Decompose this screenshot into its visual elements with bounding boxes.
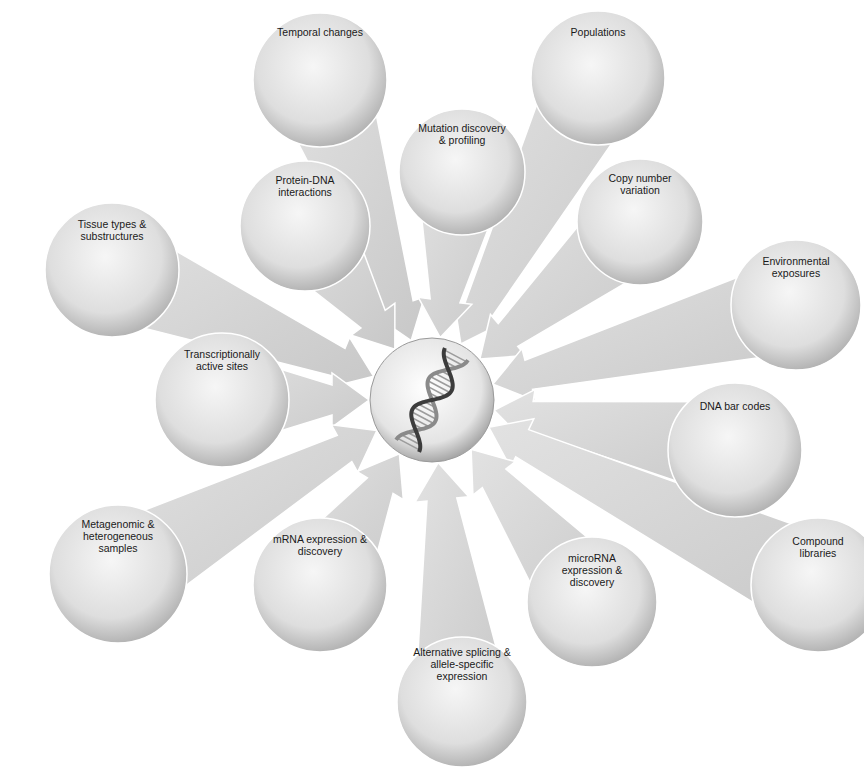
bubble-label: Environmental exposures — [752, 255, 840, 279]
bubble-label: Transcriptionally active sites — [172, 348, 272, 372]
bubble-circle — [253, 13, 387, 147]
bubble-label: Metagenomic & heterogeneous samples — [68, 518, 168, 554]
bubble-circle — [155, 333, 289, 467]
arrow-tails — [94, 56, 840, 707]
bubble-node: Tissue types & substructures — [44, 202, 180, 338]
bubble-circle — [751, 518, 864, 652]
bubble-node: Compound libraries — [750, 517, 864, 653]
bubble-label: Copy number variation — [595, 172, 685, 196]
helix-strand — [396, 348, 468, 452]
bubble-circle — [399, 109, 525, 235]
bubble-circle — [577, 159, 703, 285]
bubble-node: Populations — [530, 10, 666, 146]
bubble-label: Compound libraries — [778, 535, 858, 559]
bubble-node: Copy number variation — [576, 158, 704, 286]
bubble-label: Populations — [553, 26, 643, 38]
bubble-circle — [45, 203, 179, 337]
bubble-label: mRNA expression & discovery — [270, 533, 370, 557]
bubble-circle — [731, 240, 861, 370]
base-pair — [397, 438, 420, 450]
bubble-node: Environmental exposures — [730, 239, 862, 371]
bubble-circle — [49, 505, 187, 643]
bubble-node: mRNA expression & discovery — [252, 517, 388, 653]
base-pair — [428, 381, 450, 393]
bubble-circle — [668, 383, 802, 517]
bubble-node: Protein-DNA interactions — [239, 160, 371, 292]
bubble-circle — [397, 637, 527, 767]
bubble-circle — [240, 161, 370, 291]
bubble-label: Temporal changes — [275, 26, 365, 38]
bubble-node: Mutation discovery & profiling — [398, 108, 526, 236]
dna-hub — [370, 338, 494, 462]
base-pair — [430, 376, 452, 388]
base-pair — [411, 412, 433, 424]
bubble-node: Alternative splicing & allele-specific e… — [396, 636, 528, 768]
double-helix — [396, 348, 468, 452]
bubble-label: Protein-DNA interactions — [260, 174, 350, 198]
bubble-label: DNA bar codes — [690, 400, 780, 412]
bubble-circle — [531, 11, 665, 145]
bubble-circle — [253, 518, 387, 652]
helix-strand — [396, 348, 468, 452]
hub-circle — [370, 338, 494, 462]
bubble-label: Mutation discovery & profiling — [417, 122, 507, 146]
base-pair — [414, 407, 436, 419]
bubble-node: DNA bar codes — [667, 382, 803, 518]
bubble-node: Transcriptionally active sites — [154, 332, 290, 468]
bubble-node: Temporal changes — [252, 12, 388, 148]
bubble-label: microRNA expression & discovery — [542, 552, 642, 588]
base-pair — [444, 350, 467, 362]
bubble-node: Metagenomic & heterogeneous samples — [48, 504, 188, 644]
bubble-label: Tissue types & substructures — [62, 218, 162, 242]
bubble-label: Alternative splicing & allele-specific e… — [407, 646, 517, 682]
bubble-node: microRNA expression & discovery — [526, 536, 658, 668]
bubble-circle — [527, 537, 657, 667]
